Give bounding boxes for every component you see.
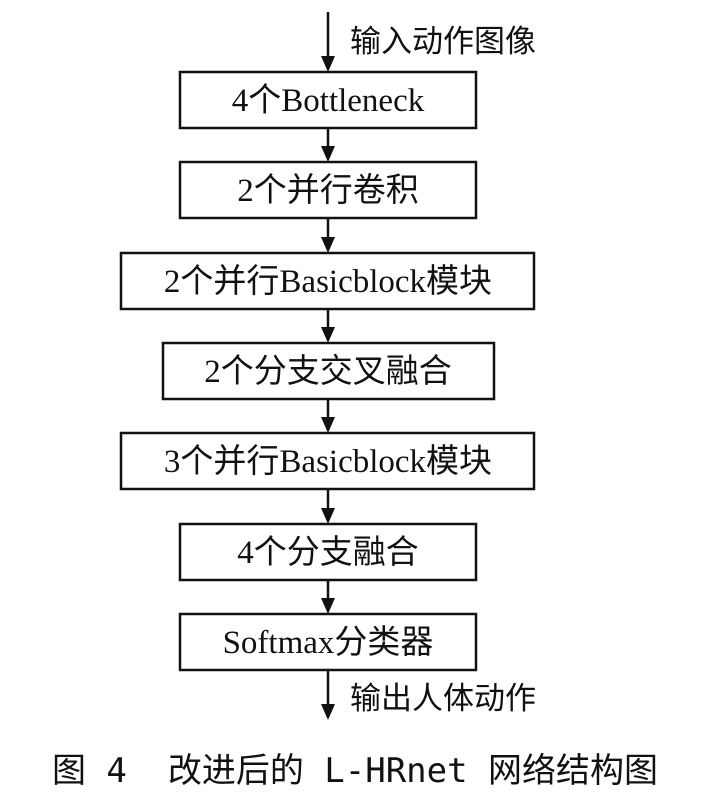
step-box-branch-fusion: 4个分支融合 [178, 522, 478, 582]
arrow-4 [321, 399, 335, 433]
arrow-6 [321, 580, 335, 614]
step-label-branch-fusion: 4个分支融合 [237, 534, 419, 571]
arrow-1 [321, 128, 335, 162]
step-box-parallel-conv: 2个并行卷积 [178, 160, 478, 220]
step-label-3-basicblock: 3个并行Basicblock模块 [164, 443, 492, 480]
step-box-cross-fusion: 2个分支交叉融合 [161, 341, 496, 401]
step-label-2-basicblock: 2个并行Basicblock模块 [164, 263, 492, 300]
step-label-parallel-conv: 2个并行卷积 [237, 172, 419, 209]
step-label-cross-fusion: 2个分支交叉融合 [204, 353, 452, 390]
arrow-5 [321, 489, 335, 524]
arrow-2 [321, 218, 335, 253]
step-box-softmax: Softmax分类器 [178, 612, 478, 672]
output-arrow [321, 670, 335, 720]
input-label: 输入动作图像 [350, 24, 536, 59]
arrow-3 [321, 309, 335, 343]
step-label-softmax: Softmax分类器 [223, 624, 434, 661]
output-label: 输出人体动作 [350, 681, 536, 716]
step-box-bottleneck: 4个Bottleneck [178, 70, 478, 130]
input-arrow [321, 12, 335, 72]
step-box-2-basicblock: 2个并行Basicblock模块 [119, 251, 536, 311]
figure-caption: 图 4 改进后的 L-HRnet 网络结构图 [52, 751, 658, 791]
step-box-3-basicblock: 3个并行Basicblock模块 [119, 431, 536, 491]
step-label-bottleneck: 4个Bottleneck [232, 83, 425, 119]
